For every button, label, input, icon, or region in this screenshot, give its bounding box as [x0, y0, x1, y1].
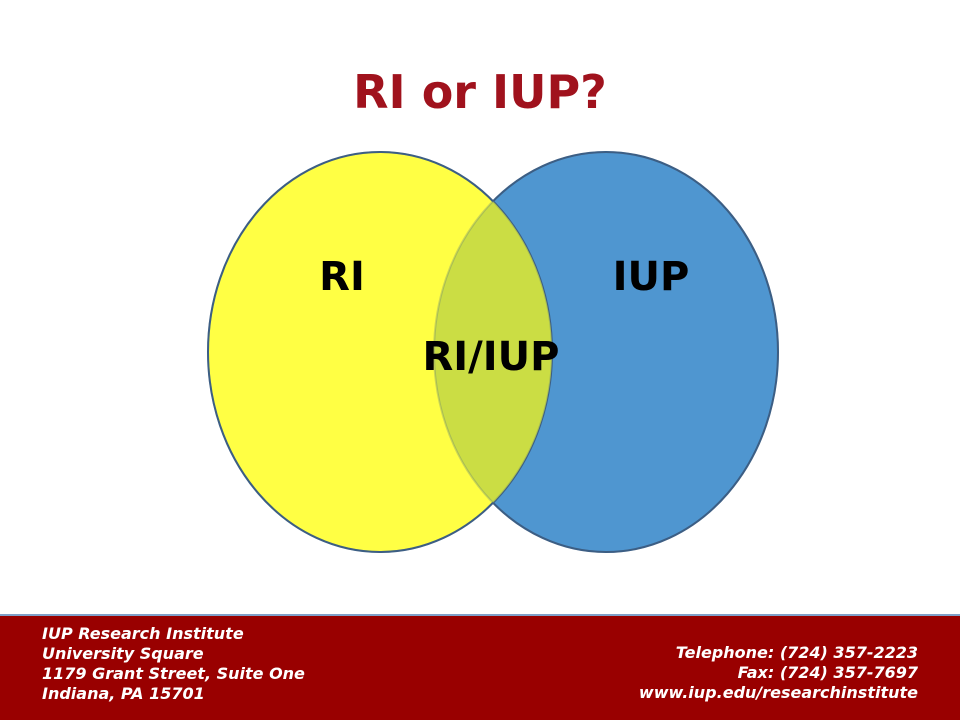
address-city: Indiana, PA 15701 — [42, 684, 205, 703]
address-org: IUP Research Institute — [42, 624, 244, 643]
overlap-region — [434, 152, 552, 552]
footer-address: IUP Research Institute University Square… — [42, 624, 305, 704]
footer-contact: Telephone: (724) 357-2223 Fax: (724) 357… — [639, 643, 918, 703]
address-street: 1179 Grant Street, Suite One — [42, 664, 305, 683]
ri-label: RI — [319, 254, 365, 300]
venn-diagram: RI IUP RI/IUP — [207, 151, 779, 553]
iup-label: IUP — [613, 254, 690, 300]
iup-circle-outline — [433, 151, 779, 553]
contact-website-link[interactable]: www.iup.edu/researchinstitute — [638, 683, 918, 702]
address-place: University Square — [42, 644, 204, 663]
contact-fax: Fax: (724) 357-7697 — [737, 663, 918, 682]
slide-title: RI or IUP? — [353, 65, 607, 119]
overlap-label: RI/IUP — [423, 334, 560, 380]
footer-bar: IUP Research Institute University Square… — [0, 614, 960, 720]
ri-circle-outline — [207, 151, 553, 553]
contact-telephone: Telephone: (724) 357-2223 — [675, 643, 918, 662]
